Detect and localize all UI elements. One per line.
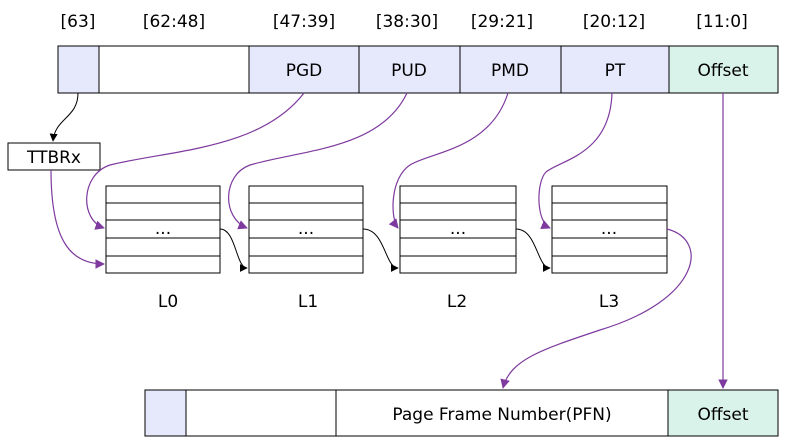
va-label-pmd: PMD (491, 61, 529, 81)
bit-range-29-21: [29:21] (471, 12, 533, 32)
table-row (551, 185, 668, 204)
arrow-l2-to-l3 (515, 228, 551, 272)
va-label-pgd: PGD (286, 61, 323, 81)
va-field-62-48 (98, 45, 250, 94)
va-field-bit63 (57, 45, 100, 94)
ttbr-register: TTBRx (7, 142, 101, 171)
pa-label-pfn: Page Frame Number(PFN) (392, 405, 611, 425)
bit-range-63: [63] (61, 12, 96, 32)
pa-field-left (144, 389, 187, 437)
level-label-l0: L0 (158, 292, 178, 312)
table-row (248, 255, 364, 274)
va-field-pgd (248, 45, 360, 94)
table-row (248, 202, 364, 221)
pa-field-offset (667, 389, 779, 437)
table-row (105, 185, 221, 204)
pa-field-unused (185, 389, 337, 437)
ttbr-label: TTBRx (26, 148, 81, 168)
bit-range-labels: [63] [62:48] [47:39] [38:30] [29:21] [20… (61, 12, 748, 32)
table-row (399, 237, 517, 257)
pa-label-offset: Offset (697, 405, 748, 425)
bit-range-47-39: [47:39] (273, 12, 335, 32)
table-row (399, 185, 517, 204)
bit-range-62-48: [62:48] (143, 12, 205, 32)
arrow-l1-to-l2 (362, 228, 399, 272)
level-label-l3: L3 (599, 292, 619, 312)
table-ellipsis: ... (155, 219, 171, 239)
table-row (105, 202, 221, 221)
black-arrows (49, 92, 551, 272)
bit-range-11-0: [11:0] (696, 12, 747, 32)
ttbr-box (7, 142, 101, 171)
arrow-l3-to-pfn (500, 228, 692, 389)
arrow-pt-to-l3 (538, 92, 613, 229)
va-field-pmd (459, 45, 562, 94)
page-table-l0: ... L0 (105, 185, 221, 312)
table-row (399, 202, 517, 221)
table-ellipsis: ... (298, 219, 314, 239)
table-row (248, 185, 364, 204)
arrow-pgd-to-l0 (86, 92, 305, 230)
table-row (551, 237, 668, 257)
table-row (105, 255, 221, 274)
va-field-pt (560, 45, 670, 94)
pa-field-pfn (335, 389, 669, 437)
table-row (105, 237, 221, 257)
purple-arrows (50, 92, 728, 389)
page-table-l1: ... L1 (248, 185, 364, 312)
arrow-pmd-to-l2 (388, 92, 509, 229)
va-label-offset: Offset (697, 61, 748, 81)
table-row (399, 255, 517, 274)
arrow-pud-to-l1 (228, 92, 408, 230)
level-label-l2: L2 (447, 292, 467, 312)
table-ellipsis: ... (450, 219, 466, 239)
bit-range-20-12: [20:12] (583, 12, 645, 32)
arrow-l0-to-l1 (219, 228, 248, 272)
va-label-pud: PUD (391, 61, 427, 81)
table-row (551, 255, 668, 274)
table-row (248, 237, 364, 257)
page-table-l3: ... L3 (551, 185, 668, 312)
arrow-ttbr-to-l0 (50, 169, 105, 269)
va-label-pt: PT (605, 61, 626, 81)
table-ellipsis: ... (601, 219, 617, 239)
page-table-l2: ... L2 (399, 185, 517, 312)
bit-range-38-30: [38:30] (376, 12, 438, 32)
arrow-bit63-to-ttbr (49, 92, 79, 142)
table-row (551, 202, 668, 221)
physical-address-register: Page Frame Number(PFN) Offset (144, 389, 779, 437)
va-field-pud (358, 45, 461, 94)
level-label-l1: L1 (298, 292, 318, 312)
virtual-address-register: PGD PUD PMD PT Offset (57, 45, 779, 94)
